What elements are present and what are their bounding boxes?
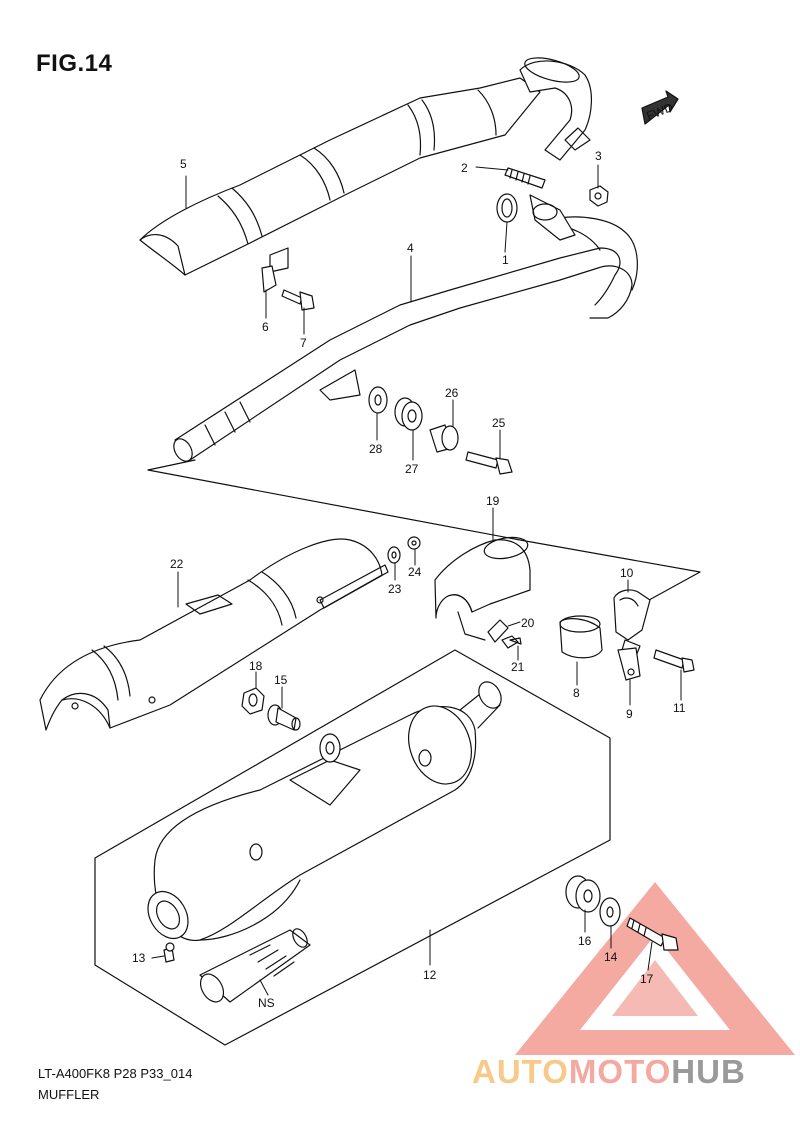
part-12-muffler [147, 681, 502, 941]
leader-lines [151, 164, 682, 996]
callout-17: 17 [640, 972, 654, 986]
part-22-muffler-heat-shield [39, 538, 389, 731]
callout-4: 4 [407, 241, 414, 255]
part-ns-spark-arrester [199, 928, 311, 1003]
callout-25: 25 [492, 416, 506, 430]
callout-26: 26 [445, 386, 459, 400]
callout-10: 10 [620, 566, 634, 580]
part-10-clamp [613, 589, 651, 657]
callout-24: 24 [408, 565, 422, 579]
part-25-bolt [465, 451, 513, 475]
part-5-heat-shield [139, 77, 541, 276]
callout-23: 23 [388, 582, 402, 596]
part-23-washer [387, 546, 401, 564]
part-26-collar [429, 424, 459, 453]
part-18-grommet [241, 687, 265, 715]
callout-20: 20 [521, 616, 535, 630]
callout-22: 22 [170, 557, 184, 571]
part-28-washer [368, 386, 388, 414]
part-1-gasket [496, 193, 518, 223]
part-13-screw [163, 942, 175, 963]
part-15-collar [267, 704, 301, 731]
callout-27: 27 [405, 462, 419, 476]
part-21-bolt [501, 635, 522, 649]
part-6-bracket [261, 247, 289, 293]
watermark-part-3: HUB [671, 1053, 746, 1090]
callout-16: 16 [578, 934, 592, 948]
callout-ns: NS [258, 996, 275, 1010]
callout-2: 2 [461, 161, 468, 175]
diagram-code: LT-A400FK8 P28 P33_014 [38, 1066, 193, 1081]
callout-1: 1 [502, 253, 509, 267]
watermark-triangle [515, 882, 795, 1055]
part-2-stud-bolt [504, 167, 546, 189]
figure-title: FIG.14 [36, 50, 113, 77]
callout-19: 19 [486, 494, 500, 508]
part-20-clip [487, 619, 509, 643]
exhaust-elbow [519, 57, 592, 161]
part-4-exhaust-pipe [173, 194, 638, 462]
callout-3: 3 [595, 149, 602, 163]
callout-13: 13 [132, 951, 146, 965]
callout-11: 11 [673, 701, 686, 715]
callout-7: 7 [300, 336, 307, 350]
fwd-label: FWD [644, 100, 675, 123]
part-11-bolt [653, 649, 695, 673]
callout-21: 21 [511, 660, 525, 674]
diagram-name: MUFFLER [38, 1087, 100, 1102]
callout-15: 15 [274, 673, 288, 687]
part-19-clamp-shield [434, 536, 531, 641]
callout-9: 9 [626, 707, 633, 721]
part-14-washer [599, 897, 621, 927]
callout-28: 28 [369, 442, 383, 456]
watermark-part-2: MOTO [568, 1053, 672, 1090]
part-8-bushing [559, 615, 603, 659]
part-27-grommet [394, 397, 423, 431]
fwd-arrow-badge: FWD [641, 90, 679, 125]
assembly-frame [94, 459, 701, 1046]
part-9-bracket [617, 647, 641, 681]
callout-8: 8 [573, 686, 580, 700]
callout-6: 6 [262, 320, 269, 334]
callout-14: 14 [604, 950, 618, 964]
callout-5: 5 [180, 157, 187, 171]
callout-18: 18 [249, 659, 263, 673]
part-7-bolt [281, 289, 315, 311]
watermark-part-1: AUTO [472, 1053, 569, 1090]
callout-labels: 5 2 3 1 4 6 7 26 25 28 27 19 22 23 24 10… [132, 149, 686, 1010]
part-17-bolt [626, 917, 679, 951]
part-24-nut [407, 536, 421, 550]
part-16-grommet [565, 875, 601, 913]
callout-12: 12 [423, 968, 437, 982]
watermark-logo: AUTOMOTOHUB [472, 1053, 746, 1091]
part-3-nut [589, 185, 609, 207]
